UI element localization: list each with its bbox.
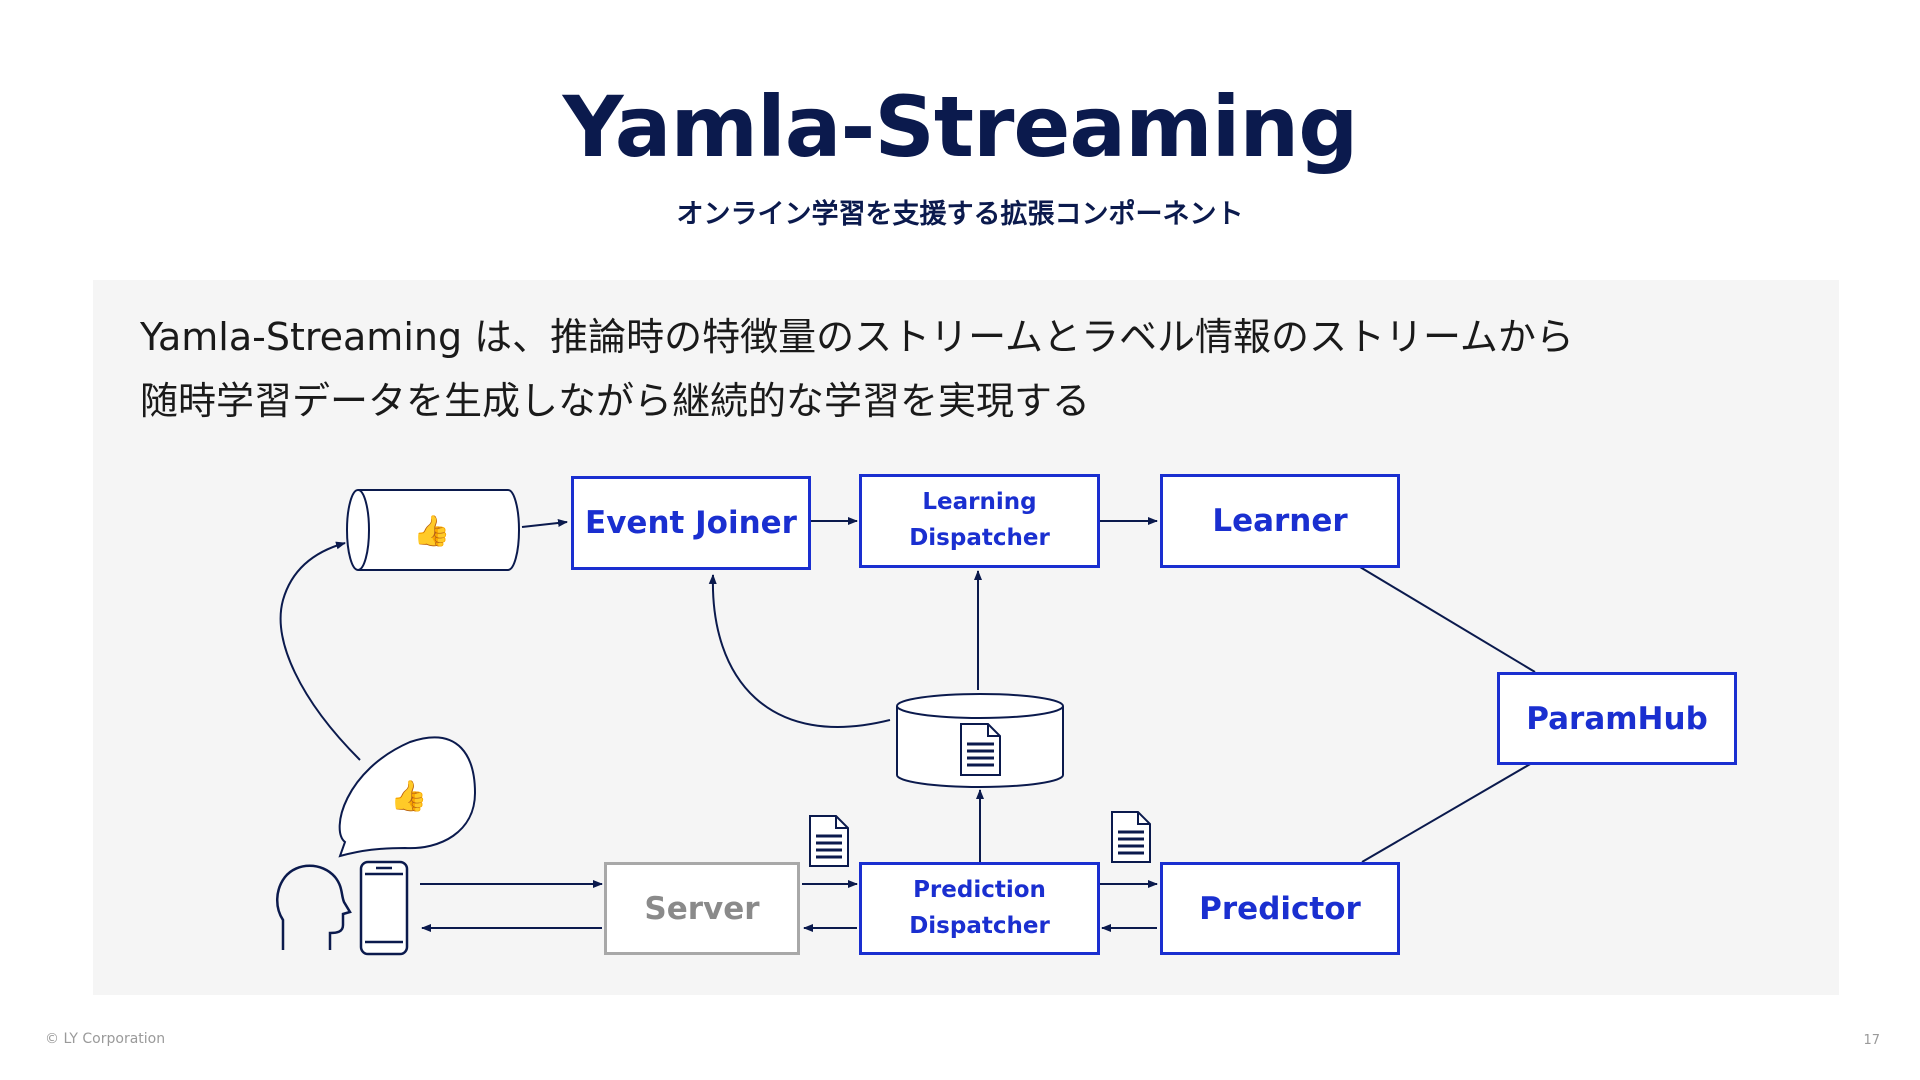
prediction-dispatcher-label-2: Dispatcher [909, 912, 1050, 939]
document-icon [1111, 811, 1151, 863]
edge-database-to-event-joiner [708, 574, 891, 728]
learning-dispatcher-node: Learning Dispatcher [859, 474, 1100, 568]
prediction-dispatcher-label-1: Prediction [913, 876, 1046, 903]
event-joiner-node: Event Joiner [571, 476, 811, 570]
thumbs-up-icon: 👍 [413, 513, 450, 549]
page-number: 17 [1863, 1033, 1880, 1048]
queue-cylinder-icon [346, 489, 520, 571]
learner-node: Learner [1160, 474, 1400, 568]
footer-copyright: © LY Corporation [45, 1031, 166, 1047]
speech-bubble-icon [338, 736, 477, 858]
learning-dispatcher-label-2: Dispatcher [909, 525, 1050, 551]
paramhub-node: ParamHub [1497, 672, 1737, 765]
document-icon [809, 815, 849, 867]
user-head-icon [276, 864, 352, 950]
description-line-2: 随時学習データを生成しながら継続的な学習を実現する [140, 379, 1091, 423]
learning-dispatcher-label-1: Learning [922, 489, 1037, 516]
document-icon [960, 723, 1001, 776]
predictor-node: Predictor [1160, 862, 1400, 955]
edge-queue-to-event-joiner [521, 519, 568, 528]
edge-paramhub-to-predictor [1361, 762, 1533, 863]
thumbs-up-icon: 👍 [390, 778, 427, 814]
smartphone-icon [359, 860, 409, 956]
edge-learner-to-paramhub [1359, 566, 1536, 673]
slide-subtitle: オンライン学習を支援する拡張コンポーネント [676, 199, 1244, 230]
edge-feedback-to-queue [279, 541, 361, 761]
server-node: Server [604, 862, 800, 955]
slide-title: Yamla-Streaming [562, 78, 1359, 176]
prediction-dispatcher-node: Prediction Dispatcher [859, 862, 1100, 955]
description-line-1: Yamla-Streaming は、推論時の特徴量のストリームとラベル情報のスト… [140, 315, 1574, 359]
